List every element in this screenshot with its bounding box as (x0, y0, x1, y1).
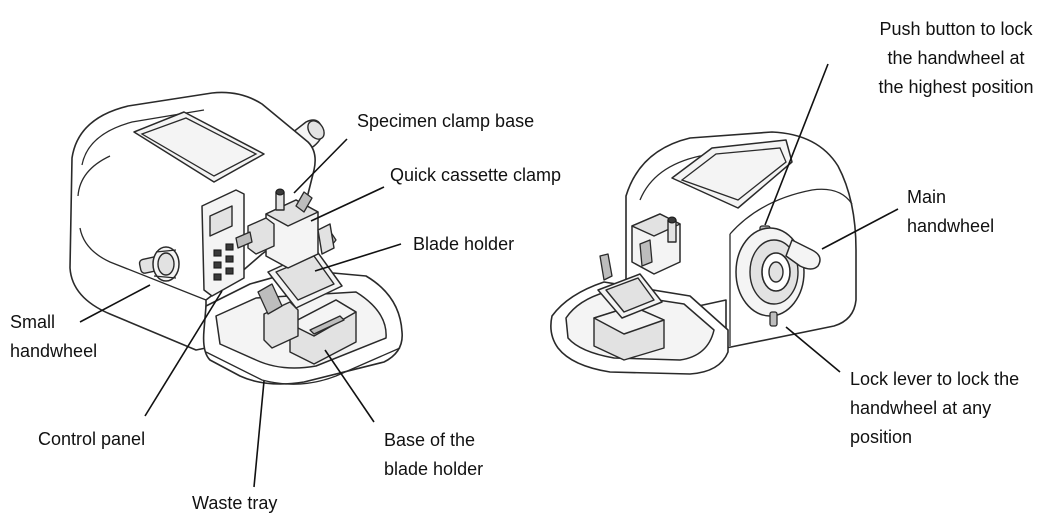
label-line: Base of the (384, 430, 476, 450)
leader-push-button (764, 63, 829, 226)
leader-blade-holder (314, 243, 402, 272)
leader-base-of-blade-holder (324, 349, 375, 423)
leader-lines (79, 63, 899, 488)
leader-main-handwheel (821, 208, 899, 250)
leader-control-panel (144, 290, 223, 417)
label-line: handwheel (10, 341, 98, 361)
specimen-clamp-right-icon (631, 213, 681, 275)
label-quick-cassette-clamp: Quick cassette clamp (390, 161, 561, 190)
main-handwheel-icon (735, 227, 821, 317)
label-line: the handwheel at (887, 48, 1025, 68)
label-line: Waste tray (192, 493, 278, 513)
blade-holder-base-icon (263, 299, 357, 365)
microtome-side-view (550, 131, 857, 375)
label-small-handwheel: Small handwheel (10, 308, 97, 366)
label-line: Specimen clamp base (357, 111, 535, 131)
label-lock-lever: Lock lever to lock the handwheel at any … (850, 365, 1019, 452)
label-line: handwheel at any (850, 398, 992, 418)
label-line: Small (10, 312, 56, 332)
lock-lever-icon (769, 311, 778, 327)
label-line: the highest position (878, 77, 1034, 97)
blade-holder-icon (257, 233, 343, 315)
label-line: Main (907, 187, 947, 207)
leader-small-handwheel (79, 284, 151, 323)
small-handwheel-icon (138, 246, 180, 282)
label-line: Blade holder (413, 234, 515, 254)
leader-lock-lever (785, 326, 841, 373)
label-line: handwheel (907, 216, 995, 236)
label-line: Push button to lock (879, 19, 1033, 39)
label-waste-tray: Waste tray (192, 489, 277, 518)
specimen-clamp-icon (235, 188, 335, 269)
leader-waste-tray (253, 380, 265, 488)
leader-quick-cassette-clamp (310, 186, 385, 222)
top-window-right (671, 139, 793, 209)
label-line: Quick cassette clamp (390, 165, 562, 185)
label-specimen-clamp-base: Specimen clamp base (357, 107, 534, 136)
control-panel-icon (201, 189, 245, 297)
label-blade-holder: Blade holder (413, 230, 514, 259)
label-base-of-blade-holder: Base of the blade holder (384, 426, 483, 484)
microtome-front-view (69, 91, 403, 385)
label-line: Control panel (38, 429, 146, 449)
top-window-left (133, 111, 265, 183)
leader-specimen-clamp-base (293, 138, 348, 194)
label-line: Lock lever to lock the (850, 369, 1020, 389)
label-control-panel: Control panel (38, 425, 145, 454)
blade-holder-right-icon (593, 253, 665, 361)
label-line: position (850, 427, 913, 447)
label-main-handwheel: Main handwheel (907, 183, 994, 241)
label-line: blade holder (384, 459, 484, 479)
label-push-button: Push button to lock the handwheel at the… (866, 15, 1046, 102)
